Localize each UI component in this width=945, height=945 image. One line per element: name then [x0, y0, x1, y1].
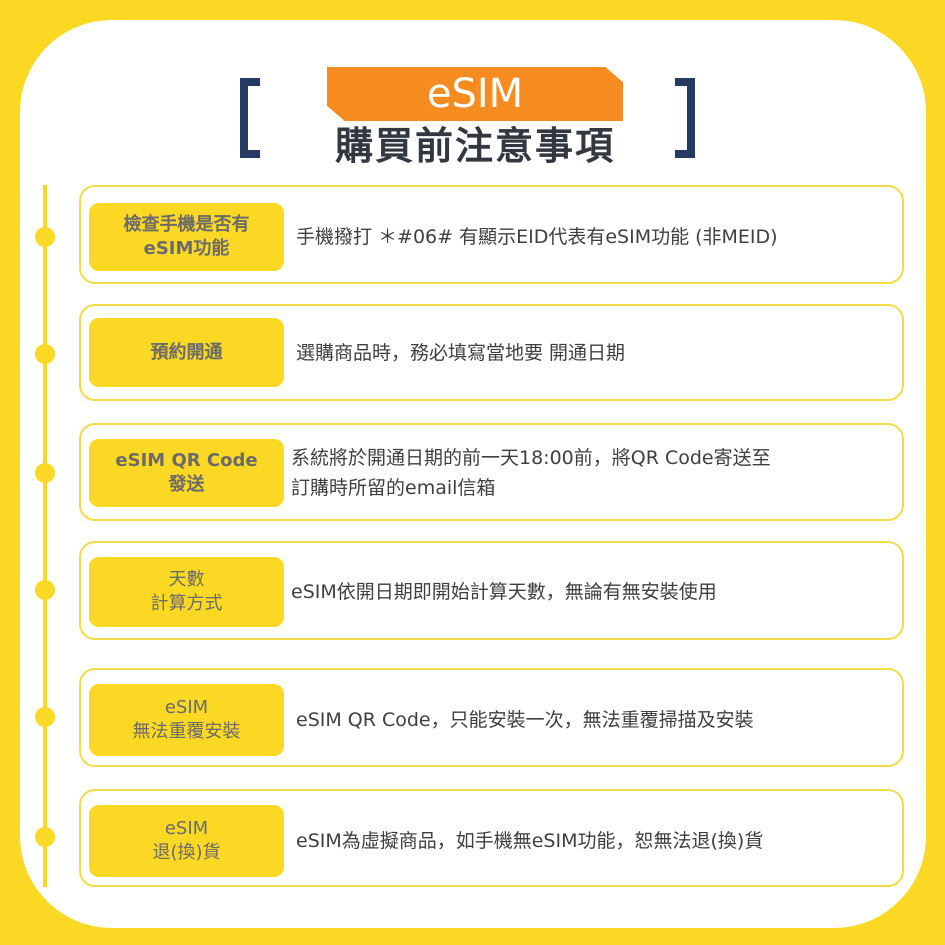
- card-label: eSIM QR Code 發送: [89, 439, 284, 507]
- card-label-line2: 發送: [168, 474, 205, 495]
- card-label-line2: eSIM功能: [143, 238, 230, 259]
- card-description-line1: eSIM依開日期即開始計算天數，無論有無安裝使用: [291, 581, 717, 603]
- card-label: eSIM 退(換)貨: [89, 805, 284, 877]
- notice-card-refund: eSIM 退(換)貨 eSIM為虛擬商品，如手機無eSIM功能，恕無法退(換)貨: [79, 789, 904, 887]
- card-label-line1: 預約開通: [150, 341, 223, 363]
- card-label-line2: 退(換)貨: [152, 842, 221, 863]
- notice-card-qr-delivery: eSIM QR Code 發送 系統將於開通日期的前一天18:00前，將QR C…: [79, 423, 904, 521]
- card-description-line1: eSIM為虛擬商品，如手機無eSIM功能，恕無法退(換)貨: [296, 830, 764, 852]
- card-label-line1: 檢查手機是否有: [123, 214, 250, 235]
- title-tag-background: [327, 67, 623, 121]
- card-label: eSIM 無法重覆安裝: [89, 684, 284, 756]
- page-title: 購買前注意事項: [334, 124, 615, 168]
- timeline-line: [43, 185, 47, 887]
- card-description-line1: 系統將於開通日期的前一天18:00前，將QR Code寄送至: [291, 447, 771, 469]
- card-description: 系統將於開通日期的前一天18:00前，將QR Code寄送至 訂購時所留的ema…: [291, 439, 890, 507]
- card-description-line2: 訂購時所留的email信箱: [291, 477, 496, 499]
- right-bracket-decoration: [675, 78, 695, 158]
- card-description: eSIM QR Code，只能安裝一次，無法重覆掃描及安裝: [296, 684, 890, 756]
- timeline-dot: [35, 344, 55, 364]
- card-label-line1: eSIM: [164, 697, 209, 718]
- title-tag: eSIM: [426, 71, 524, 117]
- notice-card-day-calculation: 天數 計算方式 eSIM依開日期即開始計算天數，無論有無安裝使用: [79, 541, 904, 640]
- card-label-line1: eSIM: [164, 818, 209, 839]
- card-label: 檢查手機是否有 eSIM功能: [89, 203, 284, 271]
- notice-card-activation: 預約開通 選購商品時，務必填寫當地要 開通日期: [79, 304, 904, 401]
- card-description: eSIM依開日期即開始計算天數，無論有無安裝使用: [291, 557, 890, 627]
- card-label-line2: 無法重覆安裝: [132, 721, 241, 742]
- card-description-line1: eSIM QR Code，只能安裝一次，無法重覆掃描及安裝: [296, 709, 754, 731]
- timeline-dot: [35, 463, 55, 483]
- timeline-dot: [35, 827, 55, 847]
- timeline-dot: [35, 580, 55, 600]
- card-label: 預約開通: [89, 318, 284, 387]
- card-description: 手機撥打 ＊#06# 有顯示EID代表有eSIM功能 (非MEID): [296, 203, 890, 271]
- timeline-dot: [35, 707, 55, 727]
- card-label-line1: eSIM QR Code: [115, 450, 258, 471]
- left-bracket-decoration: [240, 78, 260, 158]
- timeline-dot: [35, 227, 55, 247]
- card-description-line1: 選購商品時，務必填寫當地要 開通日期: [296, 341, 626, 364]
- notice-card-no-reinstall: eSIM 無法重覆安裝 eSIM QR Code，只能安裝一次，無法重覆掃描及安…: [79, 668, 904, 767]
- card-label: 天數 計算方式: [89, 557, 284, 627]
- card-label-line2: 計算方式: [150, 593, 223, 614]
- card-label-line1: 天數: [168, 569, 205, 590]
- notice-card-esim-check: 檢查手機是否有 eSIM功能 手機撥打 ＊#06# 有顯示EID代表有eSIM功…: [79, 185, 904, 284]
- card-description: 選購商品時，務必填寫當地要 開通日期: [296, 318, 890, 387]
- card-description: eSIM為虛擬商品，如手機無eSIM功能，恕無法退(換)貨: [296, 805, 890, 877]
- card-description-line1: 手機撥打 ＊#06# 有顯示EID代表有eSIM功能 (非MEID): [296, 226, 778, 248]
